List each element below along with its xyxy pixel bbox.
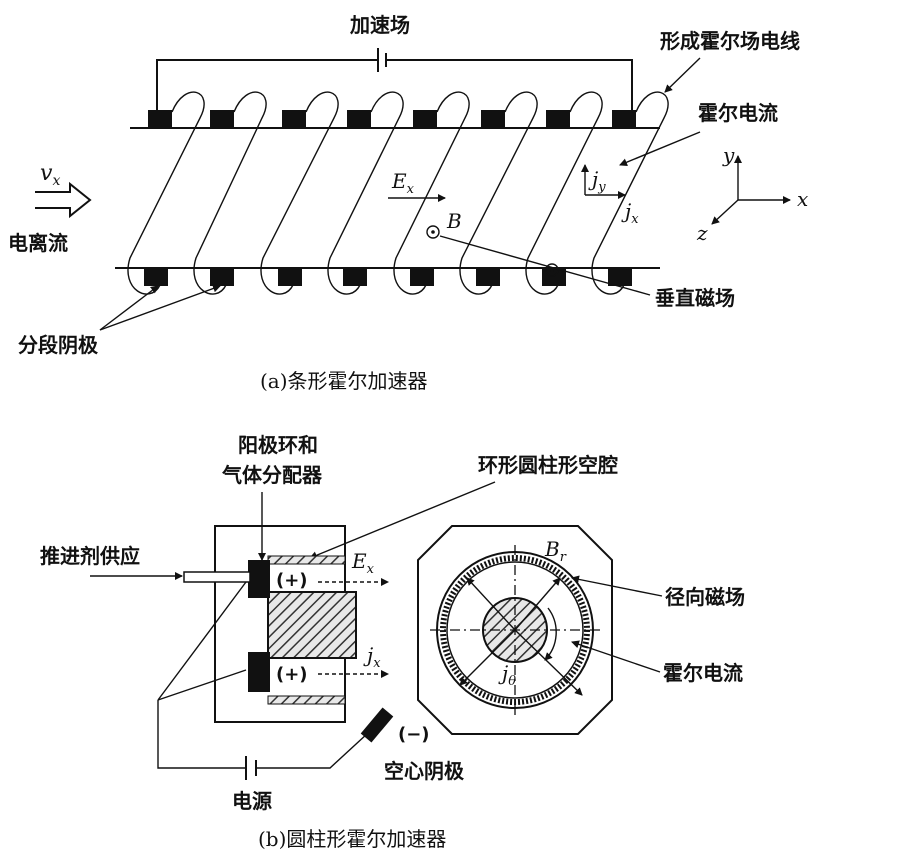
cavity-label: 环形圆柱形空腔 [478,453,618,477]
anode-ring-top [248,560,270,598]
caption-b: (b)圆柱形霍尔加速器 [258,827,446,851]
propellant-tube [183,571,251,583]
end-view-housing [417,525,613,735]
power-label: 电源 [232,789,272,813]
coordinate-axes: y x z [696,143,808,245]
radial-field-pointer [571,575,663,597]
top-electrodes [148,110,636,128]
ion-flow-label: 电离流 [8,231,68,255]
jtheta-symbol: jθ [498,661,516,689]
ex-symbol-b: Ex [351,549,375,577]
central-core [267,591,357,659]
hall-current-pointer [619,131,701,167]
outer-ring-inner [446,561,584,699]
vertical-field-label: 垂直磁场 [655,286,735,310]
cathode-ring-label-2: 气体分配器 [221,463,323,487]
panel-b-cylindrical-accelerator: 阳极环和 气体分配器 环形圆柱形空腔 (+) (+) 推进剂供应 Ex jx [40,433,745,851]
ex-symbol: Ex [391,169,415,197]
jx-symbol: jx [621,199,639,227]
cathode-ring-label-1: 阳极环和 [238,433,318,457]
b-field-dot-icon [426,225,440,239]
hall-wire-pointer [664,57,701,93]
outer-ring-hatch [440,555,590,705]
hollow-cathode-label: 空心阴极 [384,759,465,783]
br-symbol: Br [544,537,567,565]
current-vectors: jy jx [581,164,639,227]
accel-field-circuit [156,48,633,110]
axis-y-label: y [722,143,735,167]
anode-ring-bottom [248,652,270,692]
axis-z-label: z [696,221,708,245]
hall-current-label: 霍尔电流 [698,101,778,125]
propellant-label: 推进剂供应 [40,544,140,568]
plus-top: (+) [276,570,308,591]
hollow-cathode [360,707,394,743]
vertical-field-pointer [439,235,651,296]
radial-field-arrows [459,577,583,696]
power-circuit [157,581,381,780]
radial-field-label: 径向磁场 [665,585,745,609]
minus-sign: (−) [398,724,430,745]
caption-a: (a)条形霍尔加速器 [260,369,428,393]
b-symbol: B [446,209,462,233]
hall-wire-label: 形成霍尔场电线 [660,29,800,53]
jx-symbol-b: jx [363,643,381,671]
plus-bottom: (+) [276,664,308,685]
cathode-pointer [99,285,159,331]
jy-symbol: jy [588,167,606,195]
accel-field-label: 加速场 [349,13,410,37]
vx-symbol: vx [40,161,60,189]
cavity-pointer [309,481,496,560]
hall-current-arc [544,607,557,661]
cathode-label: 分段阴极 [18,333,99,357]
axis-x-label: x [797,187,808,211]
bottom-electrodes [144,268,632,286]
hall-current-pointer-b [571,640,661,673]
ion-flow-arrow [35,181,92,219]
hall-current-label-b: 霍尔电流 [663,661,743,685]
hall-wires [127,91,669,295]
panel-a-strip-accelerator: 加速场 [8,13,808,393]
